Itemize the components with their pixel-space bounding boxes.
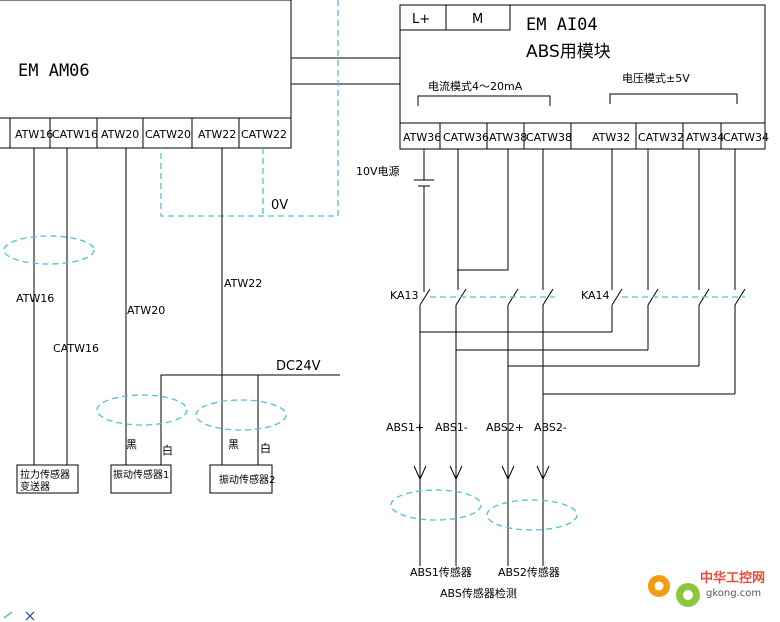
- wire-label-atw16: ATW16: [16, 292, 54, 305]
- em-am06-title: EM AM06: [18, 61, 90, 81]
- dashed-ellipse-vib1: [96, 394, 188, 426]
- zero-v-dashed-line: [160, 0, 339, 217]
- zero-v-label: 0V: [271, 198, 288, 213]
- dashed-ellipse-atw16: [3, 235, 95, 265]
- ka14-label: KA14: [581, 289, 610, 302]
- am06-terminal-atw16: ATW16: [15, 128, 53, 141]
- ai04-terminal-atw34: ATW34: [686, 131, 724, 144]
- ai04-terminal-catw36: CATW36: [443, 131, 489, 144]
- abs1-plus-label: ABS1+: [386, 421, 424, 434]
- am06-terminal-catw22: CATW22: [241, 128, 287, 141]
- em-am06-module: EM AM06 ATW16 CATW16 ATW20 CATW20 ATW22 …: [0, 0, 292, 149]
- sensor-pressure-box: 拉力传感器 变送器: [16, 464, 79, 494]
- wire-label-atw20: ATW20: [127, 304, 165, 317]
- ai04-terminal-catw34: CATW34: [723, 131, 769, 144]
- dashed-ellipse-vib2: [195, 399, 287, 431]
- wire-label-black-1: 黑: [126, 438, 137, 451]
- wire-label-atw22: ATW22: [224, 277, 262, 290]
- ai04-terminal-catw38: CATW38: [526, 131, 572, 144]
- abs2-plus-label: ABS2+: [486, 421, 524, 434]
- abs1-minus-label: ABS1-: [435, 421, 468, 434]
- ai04-title-1: EM AI04: [526, 15, 598, 35]
- dashed-ellipse-abs2: [486, 499, 578, 531]
- sensor-pressure-label-line1: 拉力传感器: [20, 468, 70, 481]
- abs2-minus-label: ABS2-: [534, 421, 567, 434]
- watermark-cn: 中华工控网: [700, 570, 765, 586]
- left-wiring: ATW16 CATW16 ATW20 ATW22 DC24V 黑 白 黑 白: [3, 148, 340, 465]
- sensor-vib2-box: 振动传感器2: [209, 464, 275, 494]
- sensor-vib1-label: 振动传感器1: [113, 468, 169, 481]
- am06-terminal-catw20: CATW20: [145, 128, 191, 141]
- am06-terminal-atw20: ATW20: [101, 128, 139, 141]
- corner-marks: [3, 611, 35, 621]
- dashed-ellipse-abs1: [390, 489, 482, 521]
- abs2-sensor-label: ABS2传感器: [498, 566, 560, 579]
- abs-detect-label: ABS传感器检测: [440, 586, 517, 600]
- dc24v-label: DC24V: [276, 359, 321, 374]
- ai04-terminal-atw38: ATW38: [489, 131, 527, 144]
- right-wiring: 10V电源 KA13 KA14: [356, 149, 746, 600]
- watermark-en: gkong.com: [706, 588, 761, 599]
- wire-label-catw16: CATW16: [53, 342, 99, 355]
- ai04-title-2: ABS用模块: [526, 42, 611, 62]
- ai04-mode-current: 电流模式4～20mA: [428, 79, 523, 93]
- gkong-watermark-logo: 中华工控网 gkong.com: [648, 570, 765, 607]
- sensor-pressure-label-line2: 变送器: [20, 480, 50, 493]
- ai04-terminal-catw32: CATW32: [638, 131, 684, 144]
- wire-label-white-2: 白: [260, 441, 271, 455]
- sensor-vib2-label: 振动传感器2: [219, 473, 275, 486]
- ai04-terminal-atw32: ATW32: [592, 131, 630, 144]
- ai04-box-m: M: [472, 12, 483, 27]
- power-10v-label: 10V电源: [356, 164, 400, 178]
- ai04-box-l: L+: [412, 12, 430, 27]
- am06-terminal-catw16: CATW16: [52, 128, 98, 141]
- ai04-terminal-atw36: ATW36: [403, 131, 441, 144]
- wire-label-black-2: 黑: [228, 438, 239, 451]
- sensor-vib1-box: 振动传感器1: [110, 464, 172, 494]
- am06-terminal-atw22: ATW22: [198, 128, 236, 141]
- abs1-sensor-label: ABS1传感器: [410, 566, 472, 579]
- wire-label-white-1: 白: [162, 443, 173, 457]
- em-ai04-module: L+ M EM AI04 ABS用模块 电流模式4～20mA 电压模式±5V A…: [399, 4, 769, 150]
- ka13-label: KA13: [390, 289, 419, 302]
- ai04-mode-voltage: 电压模式±5V: [622, 72, 690, 85]
